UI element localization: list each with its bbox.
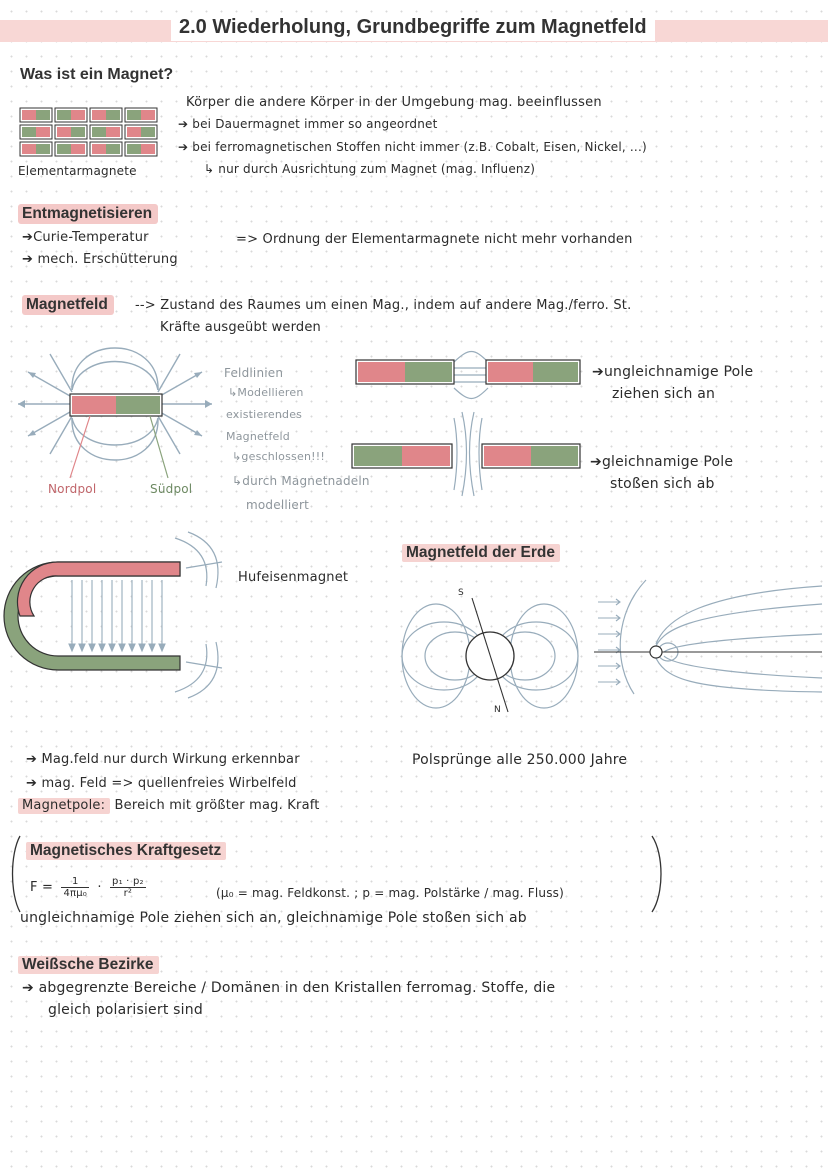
arrow-icon: ➔ bbox=[178, 140, 189, 154]
formula: F = 1 4πμ₀ · p₁ · p₂ r² bbox=[30, 876, 150, 899]
fraction-1: 1 4πμ₀ bbox=[61, 876, 90, 899]
formula-f: F = bbox=[30, 880, 54, 895]
magnetfeld-def-1: --> Zustand des Raumes um einen Mag., in… bbox=[135, 298, 631, 313]
demag-item-1-text: Curie-Temperatur bbox=[33, 230, 149, 245]
implies-arrow-icon: => bbox=[111, 776, 134, 791]
elementarmagnete-grid bbox=[19, 107, 158, 157]
bar-magnet-field-diagram bbox=[18, 347, 212, 479]
heading-magnetfeld: Magnetfeld bbox=[22, 295, 114, 315]
label-unequal-poles-text: ungleichnamige Pole bbox=[603, 364, 754, 380]
heading-magnetfeld-wrap: Magnetfeld bbox=[22, 295, 114, 315]
kraftgesetz-line-2: ungleichnamige Pole ziehen sich an, glei… bbox=[20, 910, 527, 926]
heading-weiss: Weißsche Bezirke bbox=[18, 956, 159, 974]
note-modellieren-text: Modellieren bbox=[237, 386, 304, 399]
magnet-line-4-text: nur durch Ausrichtung zum Magnet (mag. I… bbox=[218, 162, 536, 176]
attracting-magnets-diagram bbox=[355, 350, 581, 400]
arrow-icon: ➔ bbox=[22, 252, 34, 267]
bracket-right bbox=[651, 835, 662, 913]
hook-arrow-icon: ↳ bbox=[232, 474, 243, 488]
hook-arrow-icon: ↳ bbox=[232, 450, 242, 463]
label-hufeisenmagnet: Hufeisenmagnet bbox=[238, 570, 349, 585]
arrow-icon: ➔ bbox=[22, 980, 34, 996]
hook-arrow-icon: ↳ bbox=[228, 386, 238, 399]
arrow-icon: ➔ bbox=[590, 454, 602, 470]
hook-arrow-icon: ↳ bbox=[204, 162, 215, 176]
fraction-2-den: r² bbox=[123, 888, 133, 899]
label-repel: stoßen sich ab bbox=[610, 476, 715, 492]
polspruenge: Polsprünge alle 250.000 Jahre bbox=[412, 752, 628, 768]
demag-result: => Ordnung der Elementarmagnete nicht me… bbox=[236, 232, 633, 247]
heading-entmagnetisieren: Entmagnetisieren bbox=[18, 204, 159, 224]
label-elementarmagnete: Elementarmagnete bbox=[18, 164, 137, 178]
dot-operator: · bbox=[97, 880, 102, 895]
horseshoe-magnet-diagram bbox=[3, 531, 223, 699]
feld-line-2-text: mag. Feld bbox=[41, 776, 108, 791]
label-equal-poles-text: gleichnamige Pole bbox=[601, 454, 734, 470]
label-suedpol: Südpol bbox=[150, 482, 193, 496]
note-feldlinien: Feldlinien bbox=[224, 366, 284, 380]
note-modellieren: ↳Modellieren bbox=[228, 386, 304, 399]
fraction-2-num: p₁ · p₂ bbox=[110, 876, 146, 888]
demag-item-2-text: mech. Erschütterung bbox=[37, 252, 178, 267]
label-equal-poles: ➔gleichnamige Pole bbox=[590, 454, 733, 470]
repelling-magnets-diagram bbox=[351, 411, 581, 497]
note-magnetnadeln-text: durch Magnetnadeln bbox=[242, 474, 370, 488]
heading-weiss-wrap: Weißsche Bezirke bbox=[18, 956, 159, 974]
feld-line-2b-text: quellenfreies Wirbelfeld bbox=[137, 776, 297, 791]
fraction-1-den: 4πμ₀ bbox=[63, 888, 88, 899]
formula-legend: (μ₀ = mag. Feldkonst. ; p = mag. Polstär… bbox=[216, 886, 565, 900]
magnet-line-2: ➔ bei Dauermagnet immer so angeordnet bbox=[178, 117, 438, 131]
demag-item-1: ➔Curie-Temperatur bbox=[22, 230, 149, 245]
magnet-line-3: ➔ bei ferromagnetischen Stoffen nicht im… bbox=[178, 140, 647, 154]
earth-solar-wind-diagram bbox=[594, 579, 823, 695]
feld-line-1: ➔ Mag.feld nur durch Wirkung erkennbar bbox=[26, 752, 300, 767]
implies-arrow-icon: => bbox=[236, 232, 259, 247]
label-earth-n: N bbox=[494, 705, 501, 715]
magnet-line-1: Körper die andere Körper in der Umgebung… bbox=[186, 95, 602, 110]
heading-erde-wrap: Magnetfeld der Erde bbox=[402, 544, 560, 562]
magnet-line-4: ↳ nur durch Ausrichtung zum Magnet (mag.… bbox=[204, 162, 535, 176]
note-geschlossen-text: geschlossen!!! bbox=[241, 450, 325, 463]
note-magnetfeld: Magnetfeld bbox=[226, 430, 290, 443]
heading-magnet: Was ist ein Magnet? bbox=[20, 66, 174, 83]
arrow-icon: --> bbox=[135, 298, 156, 313]
magnetfeld-def-2: Kräfte ausgeübt werden bbox=[160, 320, 321, 335]
note-magnetnadeln: ↳durch Magnetnadeln bbox=[232, 474, 370, 488]
weiss-line-2: gleich polarisiert sind bbox=[48, 1002, 203, 1018]
arrow-icon: ➔ bbox=[26, 752, 38, 767]
magnetpole-text: Bereich mit größter mag. Kraft bbox=[114, 798, 320, 813]
bracket-left bbox=[11, 835, 21, 913]
label-earth-s: S bbox=[458, 588, 464, 598]
magnetpole-line: Magnetpole: Bereich mit größter mag. Kra… bbox=[18, 798, 320, 814]
label-unequal-poles: ➔ungleichnamige Pole bbox=[592, 364, 753, 380]
arrow-icon: ➔ bbox=[178, 117, 189, 131]
arrow-icon: ➔ bbox=[26, 776, 38, 791]
note-geschlossen: ↳geschlossen!!! bbox=[232, 450, 325, 463]
title-box: 2.0 Wiederholung, Grundbegriffe zum Magn… bbox=[171, 14, 655, 41]
fraction-1-num: 1 bbox=[61, 876, 90, 888]
label-attract: ziehen sich an bbox=[612, 386, 716, 402]
note-existierendes: existierendes bbox=[226, 408, 303, 421]
feld-line-2: ➔ mag. Feld => quellenfreies Wirbelfeld bbox=[26, 776, 297, 791]
weiss-line-1: ➔ abgegrenzte Bereiche / Domänen in den … bbox=[22, 980, 555, 996]
arrow-icon: ➔ bbox=[592, 364, 604, 380]
magnet-line-3-text: bei ferromagnetischen Stoffen nicht imme… bbox=[192, 140, 647, 154]
weiss-line-1-text: abgegrenzte Bereiche / Domänen in den Kr… bbox=[38, 980, 556, 996]
earth-field-diagram bbox=[401, 597, 579, 713]
heading-entmagnetisieren-wrap: Entmagnetisieren bbox=[18, 204, 159, 224]
page-title: 2.0 Wiederholung, Grundbegriffe zum Magn… bbox=[179, 16, 647, 38]
heading-kraftgesetz: Magnetisches Kraftgesetz bbox=[26, 842, 227, 860]
label-nordpol: Nordpol bbox=[48, 482, 97, 496]
magnetpole-label: Magnetpole: bbox=[18, 798, 111, 814]
demag-result-text: Ordnung der Elementarmagnete nicht mehr … bbox=[262, 232, 633, 247]
heading-erde: Magnetfeld der Erde bbox=[402, 544, 560, 562]
note-modelliert: modelliert bbox=[246, 498, 310, 512]
demag-item-2: ➔ mech. Erschütterung bbox=[22, 252, 178, 267]
heading-kraftgesetz-wrap: Magnetisches Kraftgesetz bbox=[26, 842, 227, 860]
feld-line-1-text: Mag.feld nur durch Wirkung erkennbar bbox=[41, 752, 300, 767]
fraction-2: p₁ · p₂ r² bbox=[110, 876, 146, 899]
magnetfeld-def-1-text: Zustand des Raumes um einen Mag., indem … bbox=[160, 298, 632, 313]
arrow-icon: ➔ bbox=[22, 230, 34, 245]
magnet-line-2-text: bei Dauermagnet immer so angeordnet bbox=[192, 117, 438, 131]
